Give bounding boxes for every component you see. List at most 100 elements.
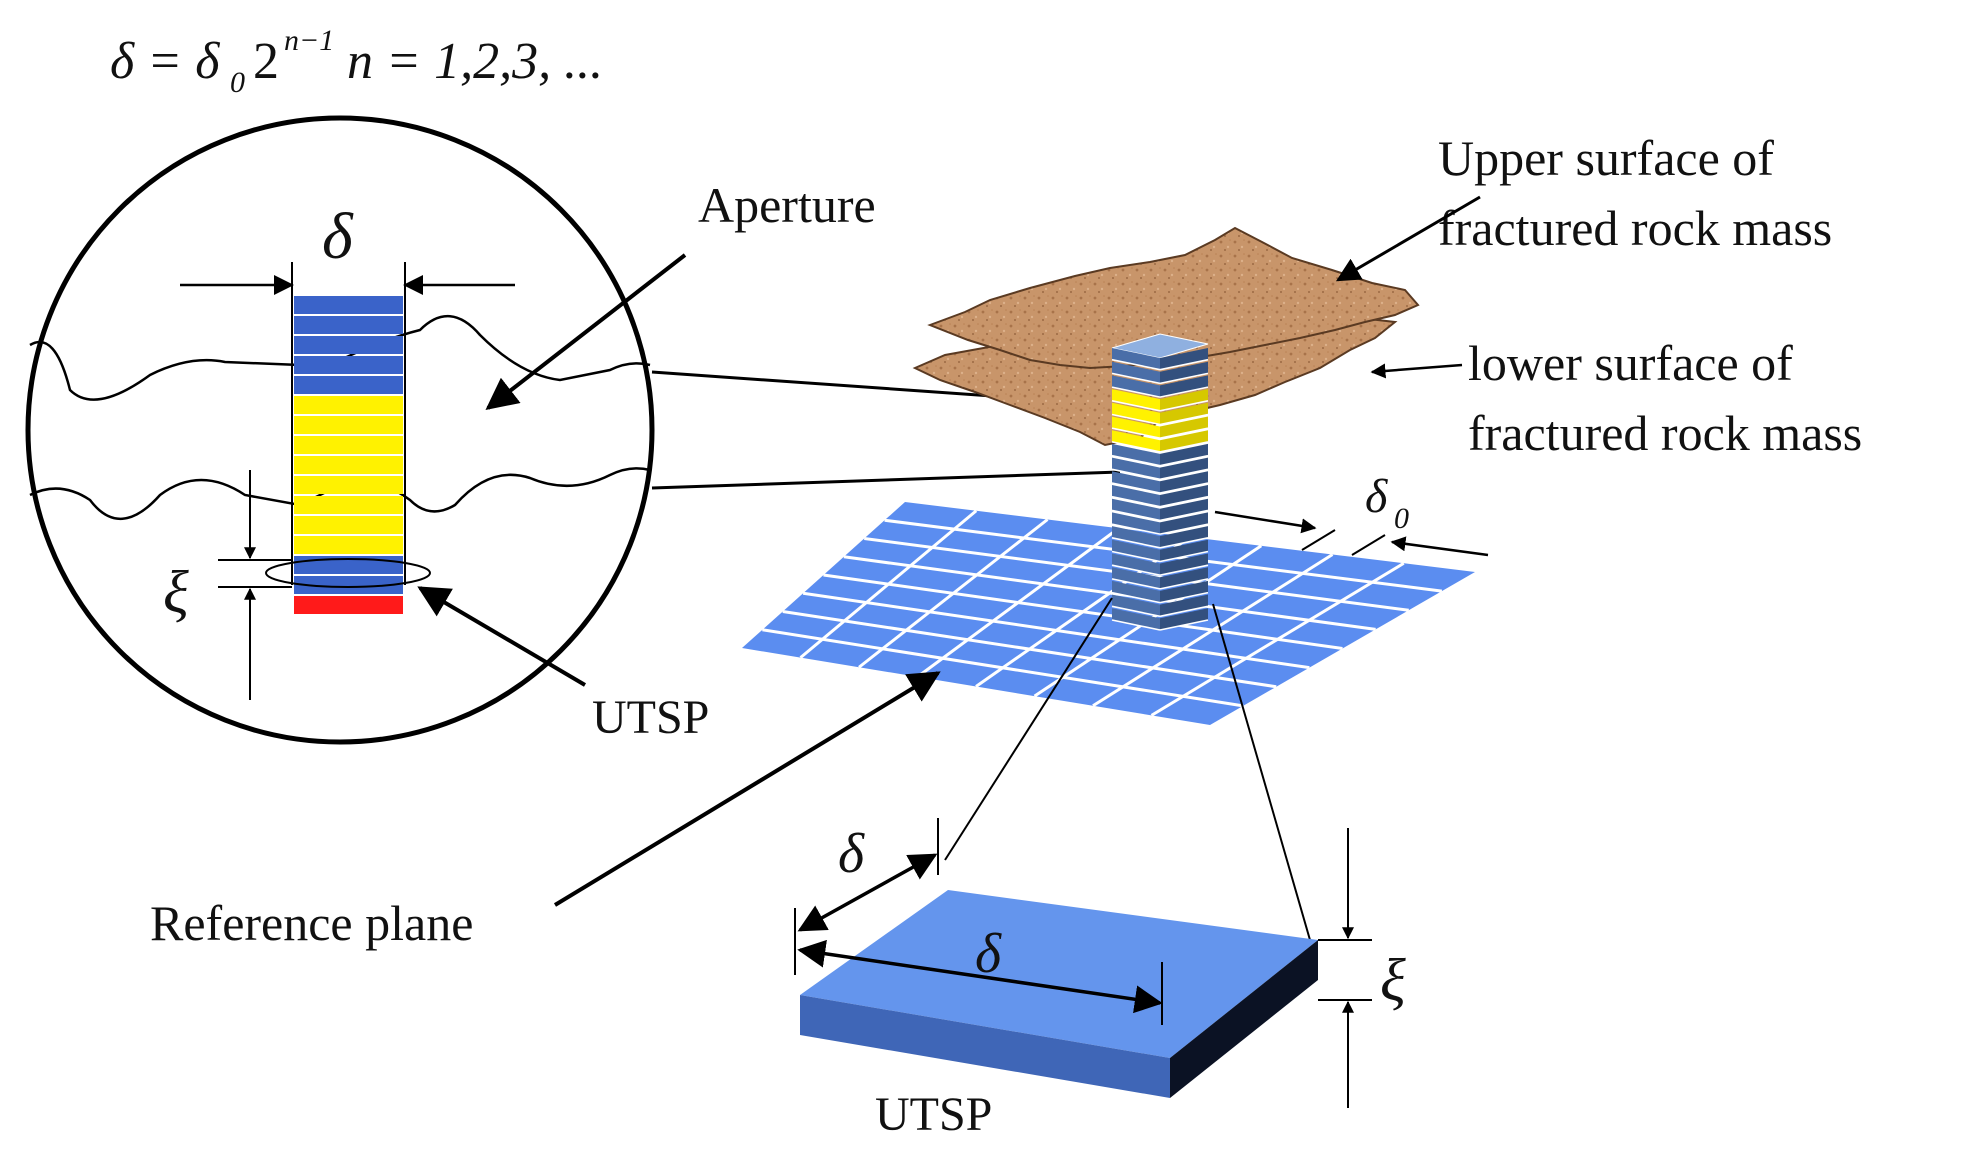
prism-slab-side: [1160, 498, 1208, 521]
grid-line: [762, 628, 1244, 708]
delta0-symbol: δ: [1365, 470, 1388, 523]
prism-slab-side: [1160, 361, 1208, 384]
prism-slab: [1112, 539, 1160, 562]
prism-slab: [1112, 498, 1160, 521]
prism-slab-divider: [1159, 413, 1209, 426]
prism-slab-divider: [1159, 372, 1209, 385]
prism-slab-divider: [1159, 550, 1209, 563]
prism-slab-yellow-side: [1160, 402, 1208, 425]
aperture-label: Aperture: [698, 177, 876, 233]
upper-surface-label-line1: Upper surface of: [1438, 130, 1774, 186]
prism-slab-side: [1160, 485, 1208, 507]
prism-slab: [1112, 457, 1160, 480]
utsp-column: [1111, 333, 1209, 631]
prism-slab: [1112, 485, 1160, 507]
prism-slab-divider: [1159, 509, 1209, 522]
prism-top-face: [1111, 333, 1209, 359]
prism-slab-divider: [1111, 564, 1161, 576]
solid-cell-blue: [294, 316, 403, 334]
aperture-cell-yellow: [294, 436, 403, 454]
utsp-label-block: UTSP: [875, 1088, 992, 1141]
delta0-arrow-right: [1390, 536, 1489, 557]
prism-slab-divider: [1111, 495, 1161, 508]
prism-slab-side: [1160, 567, 1208, 589]
prism-slab-divider: [1111, 550, 1161, 563]
utsp-pointer-arrow: [417, 586, 587, 687]
formula-lhs: δ = δ: [110, 33, 220, 90]
prism-slab-side: [1160, 512, 1208, 535]
upper-rock-surface: [927, 226, 1420, 370]
prism-slab-side: [1160, 553, 1208, 576]
delta0-subscript: 0: [1394, 502, 1409, 535]
prism-slab-divider: [1111, 468, 1161, 481]
zoom-cell-column: [294, 296, 403, 614]
solid-cell-blue: [294, 356, 403, 374]
aperture-cell-yellow: [294, 396, 403, 414]
prism-slab-divider: [1159, 605, 1209, 618]
delta-symbol-zoom: δ: [322, 200, 354, 273]
utsp-cell-red: [294, 596, 403, 614]
delta-symbol-block-width: δ: [975, 923, 1002, 985]
utsp-ellipse: [265, 558, 431, 588]
prism-slab-divider: [1111, 372, 1161, 385]
prism-slab-divider: [1159, 564, 1209, 576]
prism-slab: [1112, 580, 1160, 603]
prism-slab-divider: [1159, 400, 1209, 412]
prism-slab-divider: [1111, 441, 1161, 453]
xi-symbol-block: ξ: [1380, 947, 1406, 1013]
lower-surface-label-line2: fractured rock mass: [1468, 405, 1862, 461]
solid-cell-blue: [294, 576, 403, 594]
prism-slab-divider: [1111, 578, 1161, 590]
formula-base-two: 2: [253, 33, 279, 90]
utsp-block-front: [800, 995, 1170, 1098]
prism-slab-side: [1160, 594, 1208, 617]
prism-slab-divider: [1159, 578, 1209, 590]
prism-slab: [1112, 443, 1160, 466]
prism-slab: [1112, 526, 1160, 548]
aperture-cell-yellow: [294, 456, 403, 474]
solid-cell-blue: [294, 376, 403, 394]
prism-slab: [1112, 375, 1160, 398]
aperture-pointer-arrow: [485, 253, 687, 410]
zoom-circle: δ ξ: [25, 115, 687, 745]
solid-cell-blue: [294, 336, 403, 354]
formula-subscript-zero: 0: [230, 66, 245, 99]
formula: δ = δ 0 2 n−1 n = 1,2,3, ...: [110, 24, 603, 99]
aperture-cell-yellow: [294, 536, 403, 554]
prism-slab-yellow-side: [1160, 389, 1208, 411]
aperture-cell-yellow: [294, 516, 403, 534]
utsp-block-side: [1170, 940, 1318, 1098]
prism-slab-side: [1160, 580, 1208, 603]
aperture-cell-yellow: [294, 496, 403, 514]
formula-exponent: n−1: [284, 24, 334, 57]
grid-line: [1150, 561, 1405, 717]
prism-slab-yellow: [1112, 402, 1160, 425]
prism-slab-divider: [1159, 482, 1209, 494]
prism-slab-divider: [1159, 495, 1209, 508]
prism-slab-divider: [1111, 619, 1161, 631]
projection-line-left: [944, 597, 1113, 861]
prism-slab-divider: [1159, 358, 1209, 371]
reference-plane: [742, 502, 1475, 725]
zoom-connector-lower: [651, 470, 1121, 490]
grid-line: [823, 573, 1343, 650]
block-depth-arrow: [797, 853, 938, 932]
delta-symbol-block-depth: δ: [838, 823, 865, 885]
prism-slab: [1112, 512, 1160, 535]
lower-surface-label-line1: lower surface of: [1468, 335, 1793, 391]
grid-line: [1092, 553, 1334, 708]
prism-slab-divider: [1111, 358, 1161, 371]
prism-slab: [1112, 471, 1160, 493]
formula-rhs: n = 1,2,3, ...: [347, 33, 603, 90]
grid-line: [802, 591, 1310, 670]
aperture-cell-yellow: [294, 416, 403, 434]
prism-slab-side: [1160, 457, 1208, 480]
prism-slab-divider: [1111, 482, 1161, 494]
prism-slab-divider: [1111, 537, 1161, 549]
prism-slab: [1112, 553, 1160, 576]
block-width-arrow: [797, 939, 1163, 1014]
prism-slab-divider: [1111, 509, 1161, 522]
prism-slab-divider: [1159, 619, 1209, 631]
prism-slab: [1112, 361, 1160, 384]
